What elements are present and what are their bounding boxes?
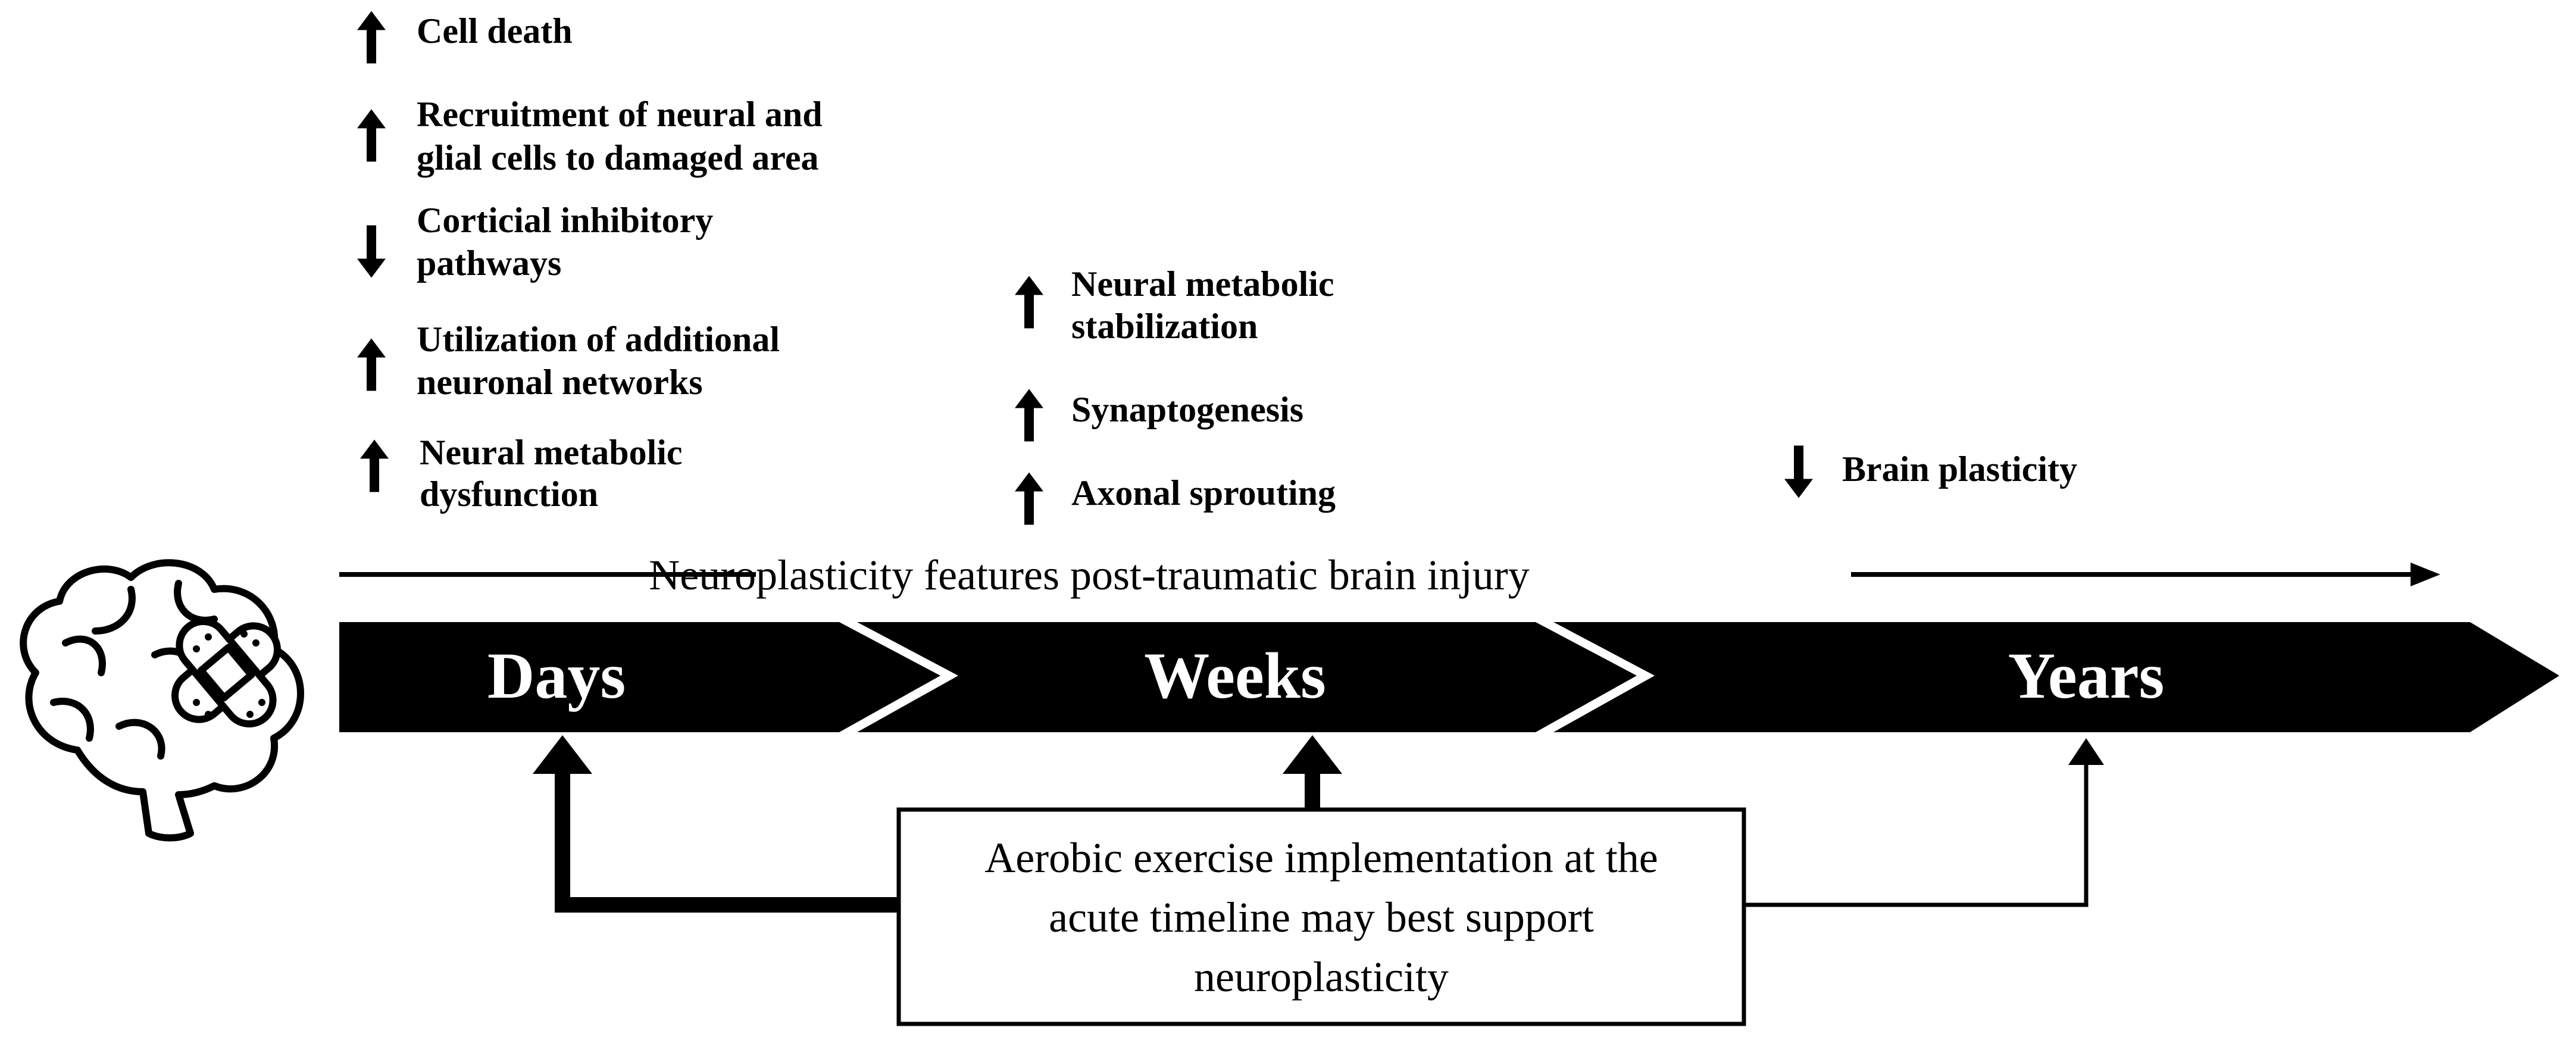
left-item-2-line-1: Recruitment of neural and [417, 95, 823, 134]
arrow-up-icon [1015, 389, 1043, 442]
phase-label-weeks: Weeks [1144, 639, 1326, 712]
middle-column: Neural metabolic stabilization Synaptoge… [1015, 264, 1336, 525]
arrow-up-icon [1015, 276, 1043, 329]
right-column: Brain plasticity [1784, 445, 2077, 498]
middle-item-1-line-1: Neural metabolic [1071, 264, 1334, 304]
phase-chevron-weeks [857, 622, 1637, 732]
right-item-1-line-1: Brain plasticity [1842, 449, 2077, 489]
left-item-3-line-2: pathways [417, 243, 561, 283]
box-line-3: neuroplasticity [1194, 953, 1449, 1001]
middle-item-2-line-1: Synaptogenesis [1071, 390, 1303, 429]
left-column: Cell death Recruitment of neural and gli… [357, 11, 823, 514]
middle-item-1-line-2: stabilization [1071, 307, 1258, 346]
left-item-1-line-1: Cell death [417, 11, 573, 51]
left-item-4-line-2: neuronal networks [417, 363, 703, 402]
connector-to-weeks [1283, 735, 1342, 810]
connector-to-days [533, 735, 899, 913]
box-line-1: Aerobic exercise implementation at the [984, 834, 1658, 882]
arrow-down-icon [1784, 445, 1813, 498]
arrow-down-icon [357, 225, 386, 278]
bandage-dots [193, 630, 265, 718]
box-line-2: acute timeline may best support [1049, 894, 1594, 941]
arrow-up-icon [1015, 472, 1043, 525]
left-item-2-line-2: glial cells to damaged area [417, 138, 818, 177]
left-item-5-line-1: Neural metabolic [420, 433, 683, 472]
arrow-up-icon [357, 109, 386, 162]
timeline-title: Neuroplasticity features post-traumatic … [649, 551, 1530, 599]
left-item-3-line-1: Corticial inhibitory [417, 201, 713, 240]
connector-to-years [1744, 738, 2104, 907]
timeline-arrowhead [2411, 563, 2440, 586]
phase-chevron-days [339, 622, 940, 732]
recommendation-box [896, 807, 1746, 1026]
left-item-5-line-2: dysfunction [420, 474, 598, 514]
phase-chevron-years [1553, 622, 2559, 732]
arrow-up-icon [360, 439, 389, 492]
phase-label-days: Days [487, 639, 626, 712]
arrow-up-icon [357, 338, 386, 391]
brain-with-bandage-icon [20, 559, 304, 842]
left-item-4-line-1: Utilization of additional [417, 320, 780, 359]
middle-item-3-line-1: Axonal sprouting [1071, 473, 1336, 513]
phase-label-years: Years [2008, 639, 2165, 712]
arrow-up-icon [357, 11, 386, 64]
